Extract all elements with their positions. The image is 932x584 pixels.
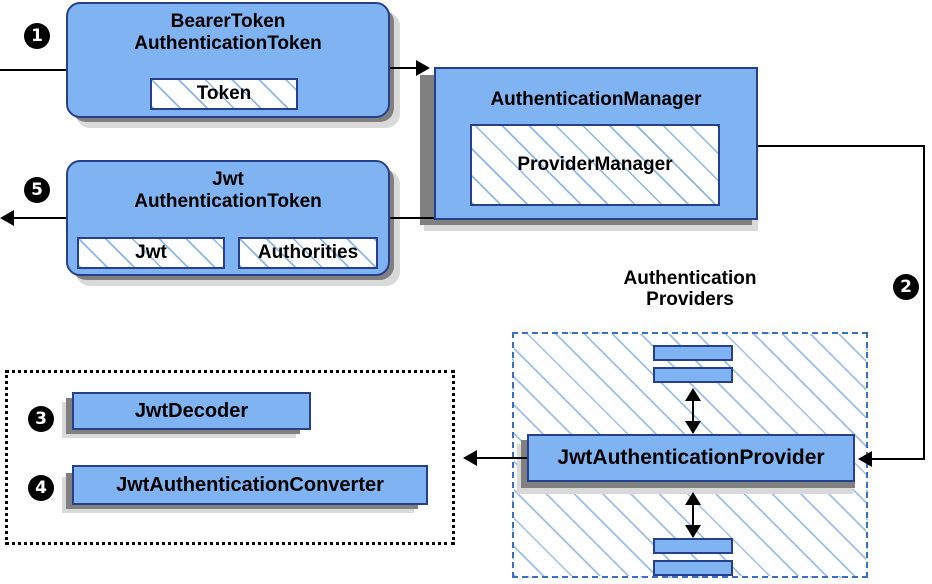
node-jwt-authentication-converter[interactable]: JwtAuthenticationConverter bbox=[72, 465, 428, 505]
provider-placeholder-bar-top-2 bbox=[653, 367, 733, 383]
arrowhead-response-out bbox=[0, 210, 14, 226]
arrowhead-provider-bottom-down bbox=[685, 525, 701, 538]
jwt-decoder-label: JwtDecoder bbox=[134, 399, 249, 422]
jwt-token-inner-authorities[interactable]: Authorities bbox=[238, 237, 378, 269]
connector-provider-to-support-group bbox=[477, 457, 527, 459]
arrowhead-provider-bottom-up bbox=[685, 492, 701, 505]
step-badge-4: 4 bbox=[28, 475, 54, 501]
authentication-providers-label-line2: Providers bbox=[646, 289, 734, 311]
provider-manager-label: ProviderManager bbox=[517, 154, 673, 175]
step-badge-5: 5 bbox=[24, 177, 50, 203]
node-jwt-authentication-provider[interactable]: JwtAuthenticationProvider bbox=[527, 434, 855, 482]
bearer-token-title-line2: AuthenticationToken bbox=[134, 32, 322, 54]
jwt-authentication-provider-label: JwtAuthenticationProvider bbox=[557, 445, 825, 469]
authentication-manager-title: AuthenticationManager bbox=[490, 89, 702, 110]
jwt-token-title-line2: AuthenticationToken bbox=[134, 190, 322, 212]
connector-provider-up-down-top bbox=[692, 392, 694, 430]
bearer-token-inner-token[interactable]: Token bbox=[150, 78, 298, 110]
connector-bearer-to-manager bbox=[390, 67, 422, 69]
arrowhead-provider-to-support-group bbox=[463, 450, 477, 466]
connector-step2-bottom bbox=[872, 458, 925, 460]
jwt-token-inner-jwt[interactable]: Jwt bbox=[77, 237, 225, 269]
provider-placeholder-bar-bottom-2 bbox=[653, 560, 733, 576]
authentication-providers-label: Authentication Providers bbox=[560, 268, 820, 311]
bearer-token-title-line1: BearerToken bbox=[170, 11, 286, 32]
bearer-token-inner-token-label: Token bbox=[196, 83, 252, 104]
connector-provider-up-down-bottom bbox=[692, 496, 694, 534]
authentication-providers-label-line1: Authentication bbox=[623, 268, 757, 289]
jwt-token-inner-jwt-label: Jwt bbox=[135, 242, 167, 263]
step-badge-2: 2 bbox=[893, 274, 919, 300]
arrowhead-provider-top-up bbox=[685, 388, 701, 401]
provider-placeholder-bar-bottom-1 bbox=[653, 538, 733, 554]
authentication-manager-inner-provider-manager[interactable]: ProviderManager bbox=[470, 124, 720, 206]
connector-request-in bbox=[0, 69, 66, 71]
group-jwt-support bbox=[5, 370, 455, 545]
step-badge-3: 3 bbox=[28, 406, 54, 432]
arrowhead-provider-top-down bbox=[685, 421, 701, 434]
arrowhead-step2-into-provider bbox=[858, 451, 872, 467]
connector-response-out bbox=[14, 217, 66, 219]
jwt-token-inner-authorities-label: Authorities bbox=[257, 242, 359, 263]
step-badge-1: 1 bbox=[24, 23, 50, 49]
connector-step2-right bbox=[923, 145, 925, 460]
jwt-authentication-converter-label: JwtAuthenticationConverter bbox=[116, 473, 384, 496]
connector-manager-to-jwt-token bbox=[390, 217, 434, 219]
node-jwt-decoder[interactable]: JwtDecoder bbox=[72, 392, 311, 430]
connector-step2-top bbox=[758, 145, 925, 147]
arrowhead-bearer-to-manager bbox=[416, 60, 430, 76]
jwt-token-title-line1: Jwt bbox=[212, 169, 244, 190]
provider-placeholder-bar-top-1 bbox=[653, 345, 733, 361]
